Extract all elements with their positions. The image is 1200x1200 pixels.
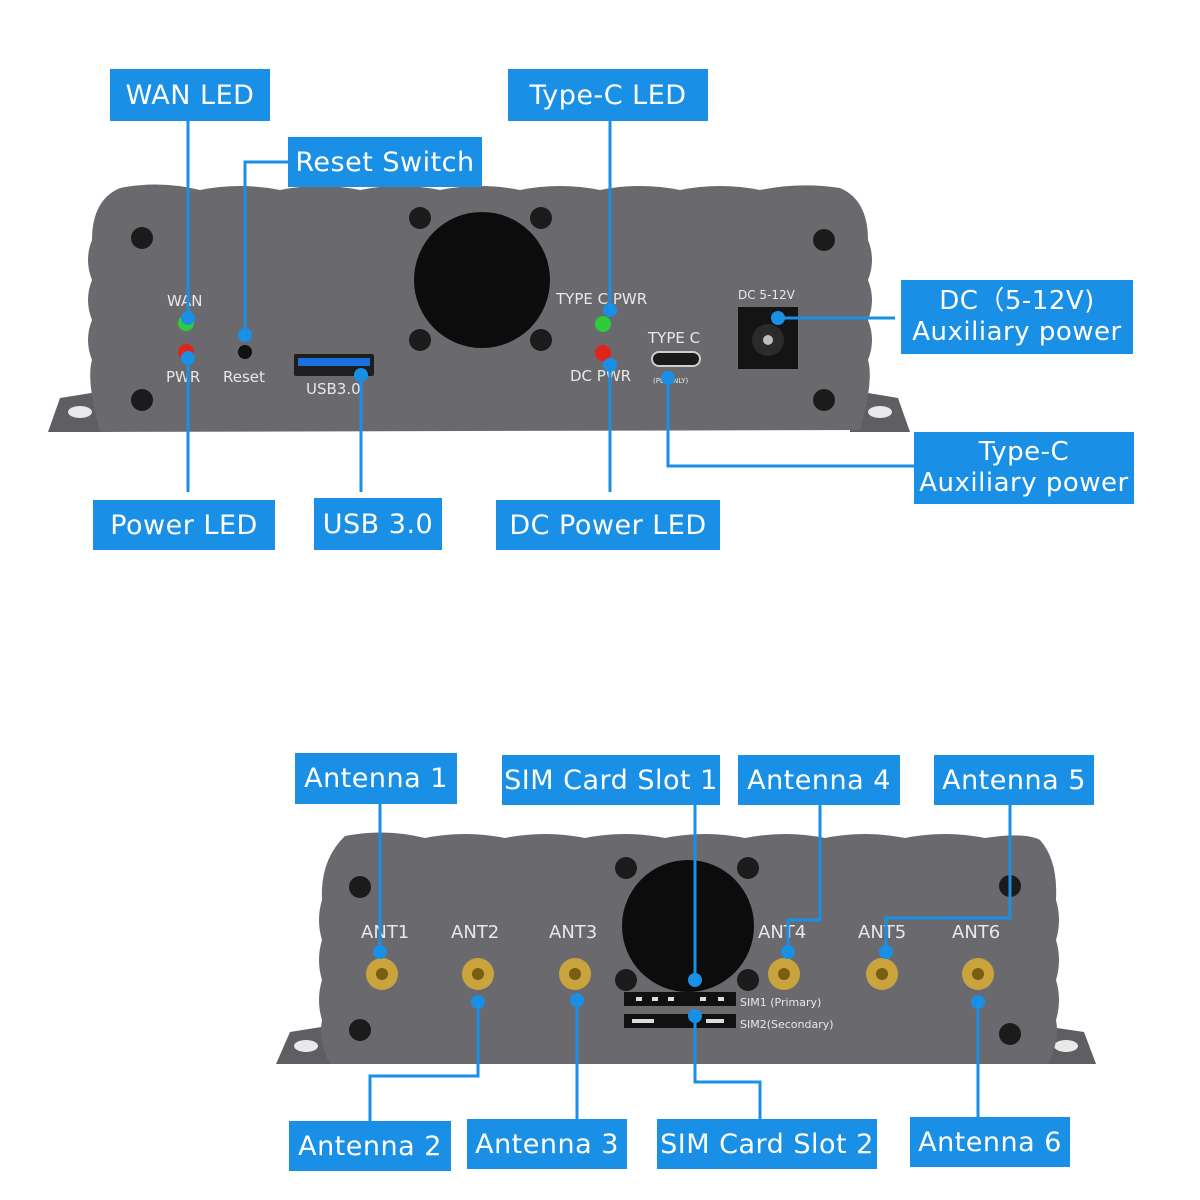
rear-fan: [622, 860, 754, 992]
rear-label-sim2: SIM2(Secondary): [740, 1018, 834, 1031]
typec-port: [651, 351, 701, 367]
callout-type-c-led: Type-C LED: [508, 69, 708, 121]
front-fan: [414, 212, 550, 348]
callout-antenna-2: Antenna 2: [289, 1121, 451, 1171]
dc-led-light: [595, 345, 611, 361]
callout-dc-aux-line1: DC（5-12V): [939, 286, 1095, 316]
front-label-wan: WAN: [167, 292, 203, 310]
front-screw-br: [813, 389, 835, 411]
callout-antenna-4: Antenna 4: [738, 755, 900, 805]
front-label-dc: DC 5-12V: [738, 288, 796, 302]
callout-sim-card-slot-1: SIM Card Slot 1: [502, 755, 720, 805]
callout-dc-aux-line2: Auxiliary power: [912, 317, 1122, 347]
front-label-typec: TYPE C: [647, 329, 700, 347]
rear-label-ant1: ANT1: [361, 922, 409, 943]
front-right-flange-hole: [868, 406, 892, 418]
callout-antenna-5: Antenna 5: [934, 755, 1094, 805]
front-label-reset: Reset: [223, 368, 265, 386]
front-label-typec-pwr: TYPE C PWR: [555, 290, 647, 308]
rear-label-sim1: SIM1 (Primary): [740, 996, 821, 1009]
callout-power-led: Power LED: [93, 500, 275, 550]
callout-antenna-1: Antenna 1: [295, 753, 457, 804]
rear-label-ant2: ANT2: [451, 922, 499, 943]
callout-typec-aux-power: Type-C Auxiliary power: [914, 432, 1134, 504]
front-label-dc-pwr: DC PWR: [570, 367, 631, 385]
front-screw-tr: [813, 229, 835, 251]
rear-panel: ANT1 ANT2 ANT3 ANT4 ANT5 ANT6 SIM1 (Prim…: [276, 832, 1096, 1064]
callout-reset-switch: Reset Switch: [288, 137, 482, 187]
front-panel: WAN PWR Reset USB3.0 TYPE C PWR DC PWR T…: [48, 184, 910, 432]
callout-typec-aux-line1: Type-C: [978, 437, 1070, 467]
rear-label-ant5: ANT5: [858, 922, 906, 943]
rear-label-ant3: ANT3: [549, 922, 597, 943]
sim2-slot: [624, 1014, 736, 1028]
callout-dc-power-led: DC Power LED: [496, 500, 720, 550]
front-leader-lines: [186, 120, 914, 492]
front-screw-bl: [131, 389, 153, 411]
callout-sim-card-slot-2: SIM Card Slot 2: [657, 1119, 877, 1169]
callout-antenna-6: Antenna 6: [910, 1117, 1070, 1167]
front-leader-dots: [181, 303, 785, 385]
callout-typec-aux-line2: Auxiliary power: [919, 468, 1129, 498]
callout-usb30: USB 3.0: [314, 498, 442, 550]
front-screw-tl: [131, 227, 153, 249]
callout-wan-led: WAN LED: [110, 69, 270, 121]
rear-leader-dots: [373, 945, 985, 1023]
reset-hole: [238, 345, 252, 359]
front-left-flange-hole: [68, 406, 92, 418]
typec-led-light: [595, 316, 611, 332]
callout-antenna-3: Antenna 3: [467, 1119, 627, 1169]
rear-label-ant4: ANT4: [758, 922, 806, 943]
callout-dc-aux-power: DC（5-12V) Auxiliary power: [901, 280, 1133, 354]
rear-label-ant6: ANT6: [952, 922, 1000, 943]
front-label-pwr: PWR: [166, 368, 200, 386]
front-label-usb: USB3.0: [306, 380, 361, 398]
rear-leader-lines: [368, 804, 1012, 1122]
antenna-connectors: [366, 958, 994, 990]
sim1-slot: [624, 992, 736, 1006]
